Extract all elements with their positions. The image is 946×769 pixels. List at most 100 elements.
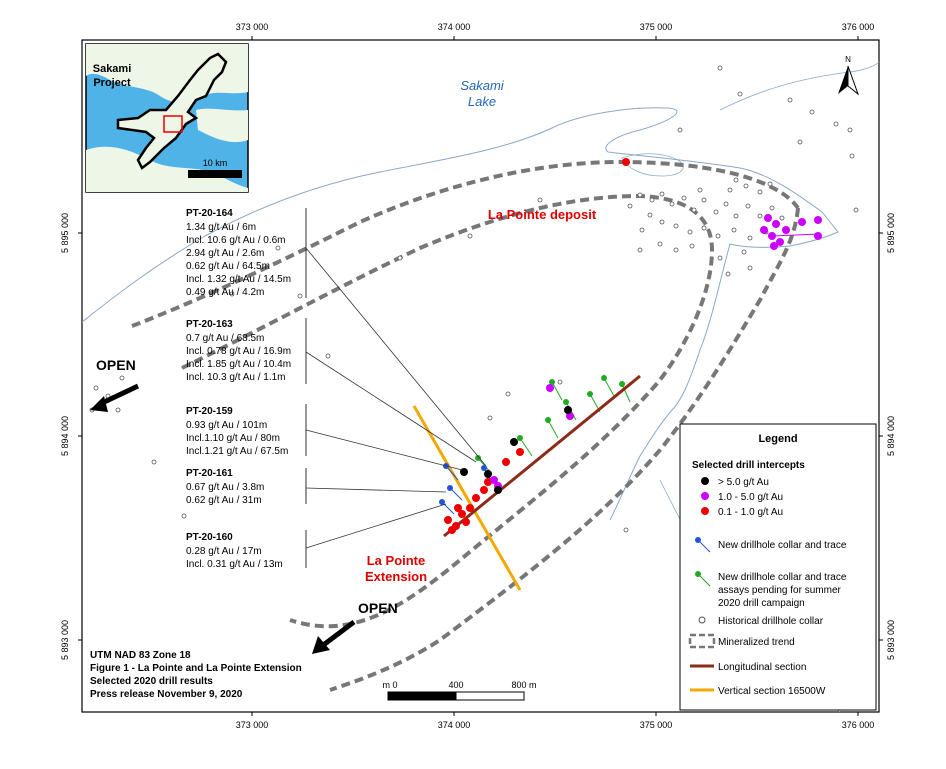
extension-label-line-1: La Pointe bbox=[367, 553, 426, 568]
callout-hole-id: PT-20-161 bbox=[186, 468, 233, 479]
legend-new-collar: New drillhole collar and trace bbox=[718, 540, 847, 551]
legend-pending-line-1: New drillhole collar and trace bbox=[718, 572, 847, 583]
north-label: N bbox=[845, 55, 851, 64]
open-arrow-west bbox=[98, 383, 140, 407]
open-south: OPEN bbox=[312, 600, 398, 654]
caption-line-3: Selected 2020 drill results bbox=[90, 676, 213, 687]
shoreline-north bbox=[719, 61, 880, 111]
callout-line: 1.34 g/t Au / 6m bbox=[186, 222, 256, 233]
scale-label-400: 400 bbox=[448, 680, 463, 690]
caption-line-4: Press release November 9, 2020 bbox=[90, 689, 243, 700]
y-tick-left-1: 5 895 000 bbox=[60, 213, 70, 253]
callout-pt-20-160: PT-20-160 0.28 g/t Au / 17m Incl. 0.31 g… bbox=[186, 530, 307, 570]
lake-shoreline bbox=[81, 107, 839, 521]
legend-pending-line-2: assays pending for summer bbox=[718, 585, 842, 596]
pending-collars bbox=[475, 375, 625, 461]
scale-label-800: 800 m bbox=[511, 680, 536, 690]
extension-label-line-2: Extension bbox=[365, 569, 427, 584]
legend-title: Legend bbox=[758, 433, 797, 445]
callout-line: Incl.1.21 g/t Au / 67.5m bbox=[186, 446, 288, 457]
callout-leaders bbox=[305, 247, 487, 549]
inset-location-box bbox=[163, 115, 183, 133]
inset-title-line-1: Sakami bbox=[93, 63, 132, 75]
legend-vertical: Vertical section 16500W bbox=[718, 686, 826, 697]
legend-trend: Mineralized trend bbox=[718, 637, 795, 648]
legend-historical: Historical drillhole collar bbox=[718, 616, 824, 627]
callout-line: 0.62 g/t Au / 31m bbox=[186, 495, 262, 506]
x-tick-bottom-1: 373 000 bbox=[236, 720, 269, 730]
x-tick-bottom-3: 375 000 bbox=[640, 720, 673, 730]
collar-red-north bbox=[622, 158, 630, 166]
island-outline bbox=[621, 153, 684, 177]
frame-ticks bbox=[78, 36, 883, 716]
inset-map: 10 km Sakami Project bbox=[85, 43, 249, 193]
x-tick-top-1: 373 000 bbox=[236, 22, 269, 32]
callout-hole-id: PT-20-160 bbox=[186, 532, 233, 543]
callout-line: Incl. 10.6 g/t Au / 0.6m bbox=[186, 235, 286, 246]
historical-collars bbox=[89, 65, 859, 533]
north-arrow-icon: N bbox=[838, 55, 860, 96]
callout-line: Incl. 0.31 g/t Au / 13m bbox=[186, 559, 283, 570]
callout-line: Incl. 1.32 g/t Au / 14.5m bbox=[186, 274, 291, 285]
lake-label-line-1: Sakami bbox=[460, 78, 504, 93]
y-tick-right-2: 5 894 000 bbox=[886, 416, 896, 456]
open-label-west: OPEN bbox=[96, 357, 136, 373]
callout-line: Incl. 0.78 g/t Au / 16.9m bbox=[186, 346, 291, 357]
callout-pt-20-164: PT-20-164 1.34 g/t Au / 6m Incl. 10.6 g/… bbox=[186, 208, 307, 298]
callout-hole-id: PT-20-164 bbox=[186, 208, 233, 219]
scale-bar: m 0 400 800 m bbox=[382, 680, 537, 701]
caption-line-2: Figure 1 - La Pointe and La Pointe Exten… bbox=[90, 663, 302, 674]
figure-caption: UTM NAD 83 Zone 18 Figure 1 - La Pointe … bbox=[90, 650, 302, 700]
legend-label-high: > 5.0 g/t Au bbox=[718, 477, 769, 488]
callout-hole-id: PT-20-163 bbox=[186, 319, 233, 330]
legend-pending-icon bbox=[695, 571, 711, 587]
vertical-section-line bbox=[412, 405, 522, 591]
legend-subtitle: Selected drill intercepts bbox=[692, 460, 805, 471]
legend: Legend Selected drill intercepts > 5.0 g… bbox=[679, 423, 877, 711]
callout-line: 0.28 g/t Au / 17m bbox=[186, 546, 262, 557]
legend-pending-line-3: 2020 drill campaign bbox=[718, 598, 805, 609]
callout-line: 0.62 g/t Au / 64.5m bbox=[186, 261, 270, 272]
deposit-trace bbox=[771, 233, 821, 237]
legend-swatch-mid bbox=[701, 492, 709, 500]
callout-line: 0.93 g/t Au / 101m bbox=[186, 420, 267, 431]
callout-pt-20-161: PT-20-161 0.67 g/t Au / 3.8m 0.62 g/t Au… bbox=[186, 468, 307, 506]
legend-label-low: 0.1 - 1.0 g/t Au bbox=[718, 507, 783, 518]
open-arrowhead-south bbox=[312, 636, 330, 654]
callout-line: 0.49 g/t Au / 4.2m bbox=[186, 287, 264, 298]
callout-pt-20-163: PT-20-163 0.7 g/t Au / 68.5m Incl. 0.78 … bbox=[186, 318, 307, 384]
open-west: OPEN bbox=[90, 357, 140, 412]
legend-label-mid: 1.0 - 5.0 g/t Au bbox=[718, 492, 783, 503]
x-tick-top-4: 376 000 bbox=[842, 22, 875, 32]
legend-trend-icon bbox=[688, 633, 716, 649]
legend-historical-icon bbox=[698, 616, 706, 624]
caption-line-1: UTM NAD 83 Zone 18 bbox=[90, 650, 191, 661]
callout-line: 2.94 g/t Au / 2.6m bbox=[186, 248, 264, 259]
inset-title-line-2: Project bbox=[93, 77, 131, 89]
y-tick-left-3: 5 893 000 bbox=[60, 620, 70, 660]
x-tick-top-3: 375 000 bbox=[640, 22, 673, 32]
deposit-intercepts bbox=[760, 214, 822, 250]
extension-intercepts-black bbox=[460, 406, 572, 494]
y-tick-right-3: 5 893 000 bbox=[886, 620, 896, 660]
inset-scale-label: 10 km bbox=[203, 158, 228, 168]
callout-line: Incl. 10.3 g/t Au / 1.1m bbox=[186, 372, 286, 383]
trend-inner bbox=[181, 193, 715, 629]
lake-label-line-2: Lake bbox=[468, 94, 496, 109]
project-outline bbox=[116, 52, 228, 170]
callout-line: 0.7 g/t Au / 68.5m bbox=[186, 333, 264, 344]
callout-line: Incl. 1.85 g/t Au / 10.4m bbox=[186, 359, 291, 370]
deposit-label: La Pointe deposit bbox=[488, 207, 597, 222]
open-arrowhead-west bbox=[90, 396, 108, 412]
x-tick-top-2: 374 000 bbox=[438, 22, 471, 32]
inset-scale-bar bbox=[188, 170, 242, 178]
legend-longitudinal: Longitudinal section bbox=[718, 662, 806, 673]
callout-hole-id: PT-20-159 bbox=[186, 406, 233, 417]
open-label-south: OPEN bbox=[358, 600, 398, 616]
legend-swatch-low bbox=[701, 507, 709, 515]
callout-line: 0.67 g/t Au / 3.8m bbox=[186, 482, 264, 493]
x-tick-bottom-2: 374 000 bbox=[438, 720, 471, 730]
scale-label-0: m 0 bbox=[382, 680, 397, 690]
legend-swatch-high bbox=[701, 477, 709, 485]
x-tick-bottom-4: 376 000 bbox=[842, 720, 875, 730]
